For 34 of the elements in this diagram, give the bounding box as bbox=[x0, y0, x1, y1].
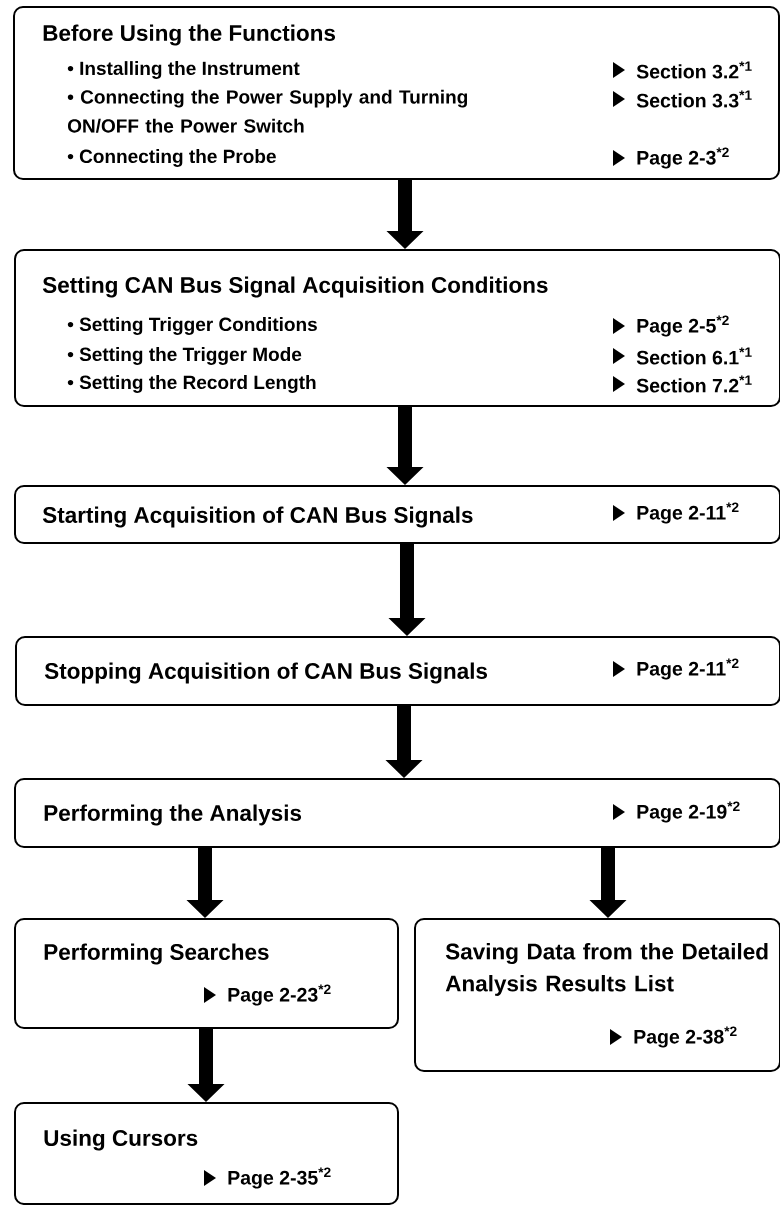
bullet-item: • Connecting the Power Supply and Turning ON/OFF the Power Switch bbox=[67, 89, 467, 133]
step-box bbox=[14, 249, 780, 407]
bullet-item: • Connecting the Probe bbox=[67, 149, 276, 167]
step-heading: Setting CAN Bus Signal Acquisition Conditions bbox=[42, 276, 548, 298]
step-box bbox=[14, 778, 780, 848]
page-reference: Section 6.1$^{*1}$ bbox=[636, 347, 752, 365]
bullet-item: • Installing the Instrument bbox=[67, 61, 300, 79]
page-reference: Page 2-19$^{*2}$ bbox=[637, 801, 740, 823]
page-reference: Section 3.2$^{*1}$ bbox=[636, 61, 752, 79]
step-box bbox=[15, 636, 780, 706]
bullet-item: • Setting the Trigger Mode bbox=[67, 347, 302, 365]
page-reference: Section 7.2$^{*1}$ bbox=[636, 375, 752, 393]
page-reference: Page 2-11$^{*2}$ bbox=[637, 502, 739, 524]
step-heading: Saving Data from the Detailed Analysis Results List bbox=[445, 943, 768, 996]
step-heading: Before Using the Functions bbox=[43, 24, 336, 46]
page-reference: Page 2-23$^{*2}$ bbox=[228, 984, 331, 1006]
page-reference: Section 3.3$^{*1}$ bbox=[636, 90, 752, 108]
step-heading: Starting Acquisition of CAN Bus Signals bbox=[42, 506, 473, 528]
step-heading: Performing Searches bbox=[44, 943, 269, 965]
page-reference: Page 2-38$^{*2}$ bbox=[634, 1026, 737, 1048]
page-reference: Page 2-3$^{*2}$ bbox=[637, 147, 729, 169]
bullet-item: • Setting Trigger Conditions bbox=[67, 317, 317, 335]
step-box bbox=[14, 918, 399, 1029]
bullet-item: • Setting the Record Length bbox=[67, 375, 316, 393]
step-heading: Performing the Analysis bbox=[44, 804, 302, 826]
step-heading: Using Cursors bbox=[44, 1129, 198, 1151]
page-reference: Page 2-11$^{*2}$ bbox=[637, 658, 739, 680]
page-reference: Page 2-35$^{*2}$ bbox=[228, 1167, 331, 1189]
step-box bbox=[414, 918, 780, 1072]
step-heading: Stopping Acquisition of CAN Bus Signals bbox=[44, 662, 488, 684]
step-box bbox=[14, 1102, 399, 1205]
page-reference: Page 2-5$^{*2}$ bbox=[637, 315, 729, 337]
step-box bbox=[13, 6, 780, 180]
step-box bbox=[14, 485, 780, 544]
